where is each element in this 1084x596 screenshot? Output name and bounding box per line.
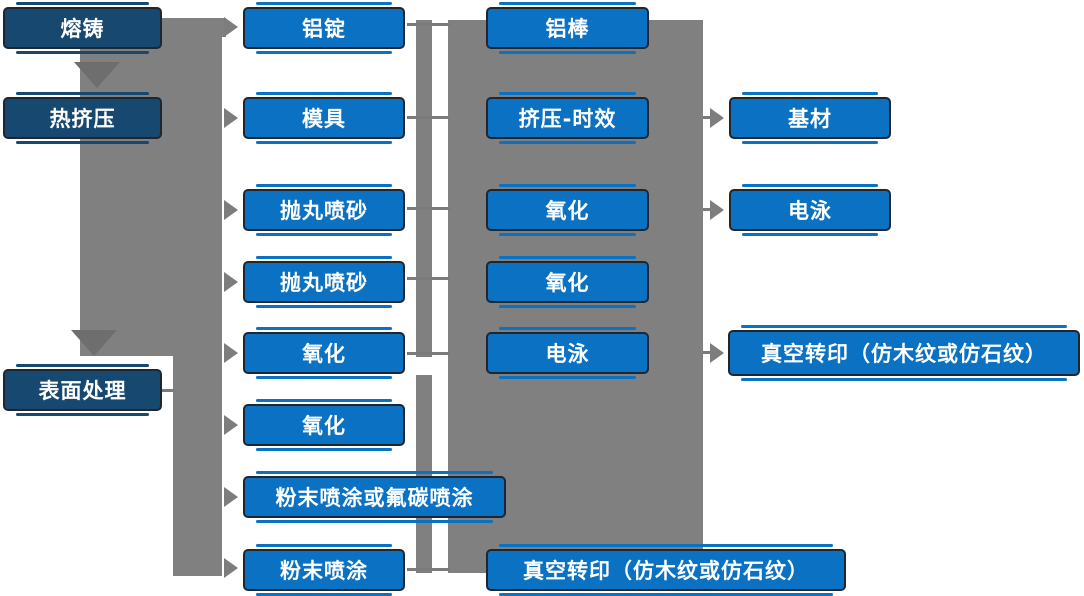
node-label: 熔铸 xyxy=(60,17,105,41)
node-label: 铝棒 xyxy=(545,17,590,41)
node-electrophoresis-1: 电泳 xyxy=(486,327,649,379)
connector-line xyxy=(407,23,450,26)
node-label: 铝锭 xyxy=(302,17,346,41)
node-label: 表面处理 xyxy=(38,379,127,403)
node-aluminum-rod: 铝棒 xyxy=(486,2,649,54)
node-melting-casting: 熔铸 xyxy=(3,2,162,54)
node-mold: 模具 xyxy=(243,92,405,144)
node-oxidation-1: 氧化 xyxy=(243,327,405,379)
node-label: 热挤压 xyxy=(49,107,116,131)
right-arrow-icon xyxy=(710,108,724,128)
node-label: 粉末喷涂或氟碳喷涂 xyxy=(275,486,474,510)
connector-line xyxy=(407,207,450,210)
right-arrow-icon xyxy=(224,272,238,292)
node-label: 电泳 xyxy=(788,199,832,223)
node-aluminum-ingot: 铝锭 xyxy=(243,2,405,54)
right-arrow-icon xyxy=(224,558,238,578)
node-vacuum-transfer-print-bottom: 真空转印（仿木纹或仿石纹） xyxy=(486,544,846,596)
down-arrow-icon xyxy=(74,62,120,88)
connector-line xyxy=(407,352,450,355)
node-hot-extrusion: 热挤压 xyxy=(3,92,162,144)
connector-line xyxy=(407,568,450,571)
connector-line xyxy=(407,277,450,280)
node-label: 真空转印（仿木纹或仿石纹） xyxy=(761,342,1047,366)
down-arrow-icon xyxy=(71,330,117,356)
right-arrow-icon xyxy=(710,343,724,363)
node-surface-treatment: 表面处理 xyxy=(3,364,162,416)
node-shot-blasting-1: 抛丸喷砂 xyxy=(243,184,405,236)
node-oxidation-3: 氧化 xyxy=(486,184,649,236)
node-label: 氧化 xyxy=(302,414,346,438)
right-arrow-icon xyxy=(224,108,238,128)
connector-line xyxy=(703,208,713,211)
right-arrow-icon xyxy=(224,17,238,37)
node-oxidation-4: 氧化 xyxy=(486,256,649,308)
right-arrow-icon xyxy=(224,200,238,220)
node-label: 粉末喷涂 xyxy=(280,559,368,583)
node-powder-coating: 粉末喷涂 xyxy=(243,544,405,596)
right-arrow-icon xyxy=(224,343,238,363)
node-label: 氧化 xyxy=(545,271,590,295)
connector-line xyxy=(162,389,176,392)
connector-line xyxy=(703,351,713,354)
node-powder-or-fluorocarbon-coating: 粉末喷涂或氟碳喷涂 xyxy=(243,471,506,523)
left-trunk-lower xyxy=(173,340,222,576)
node-label: 氧化 xyxy=(545,199,590,223)
connector-line xyxy=(703,116,713,119)
node-oxidation-2: 氧化 xyxy=(243,399,405,451)
node-label: 挤压-时效 xyxy=(518,107,617,131)
connector-line xyxy=(407,116,450,119)
node-label: 抛丸喷砂 xyxy=(280,271,368,295)
node-label: 真空转印（仿木纹或仿石纹） xyxy=(523,559,809,583)
node-extrusion-aging: 挤压-时效 xyxy=(486,92,649,144)
right-arrow-icon xyxy=(224,415,238,435)
node-label: 基材 xyxy=(788,107,832,131)
right-arrow-icon xyxy=(710,200,724,220)
mid-bar-lower xyxy=(416,375,432,573)
node-label: 氧化 xyxy=(302,342,346,366)
mid-bar-upper xyxy=(416,20,432,357)
node-label: 抛丸喷砂 xyxy=(280,199,368,223)
connector-shaft xyxy=(162,18,226,37)
node-label: 电泳 xyxy=(545,342,590,366)
node-electrophoresis-2: 电泳 xyxy=(729,184,891,236)
node-shot-blasting-2: 抛丸喷砂 xyxy=(243,256,405,308)
right-arrow-icon xyxy=(224,487,238,507)
node-base-material: 基材 xyxy=(729,92,891,144)
node-vacuum-transfer-print-right: 真空转印（仿木纹或仿石纹） xyxy=(728,325,1080,381)
node-label: 模具 xyxy=(302,107,346,131)
